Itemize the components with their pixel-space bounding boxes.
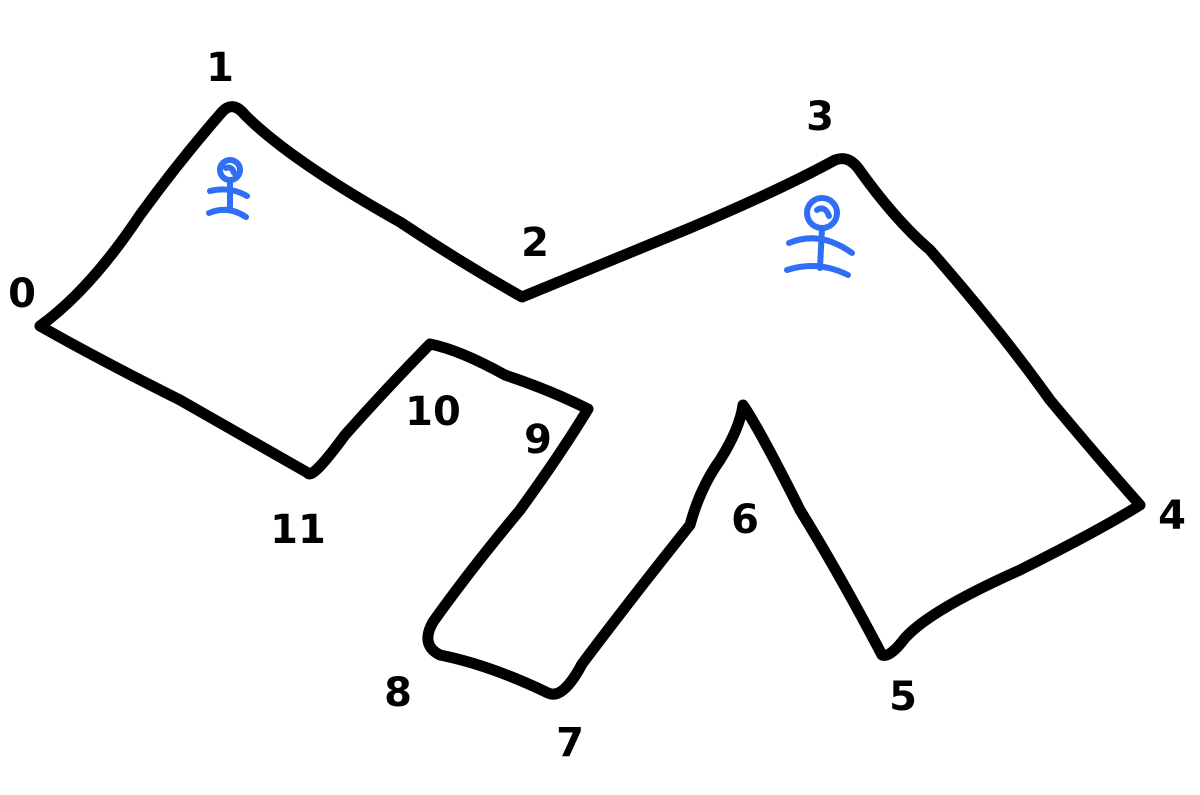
vertex-label-9: 9	[524, 417, 552, 463]
vertex-label-1: 1	[206, 45, 234, 91]
vertex-label-3: 3	[806, 94, 834, 140]
vertex-label-6: 6	[731, 497, 759, 543]
vertex-label-8: 8	[384, 670, 412, 716]
polygon-outline	[34, 101, 1146, 700]
vertex-label-0: 0	[8, 271, 36, 317]
vertex-label-2: 2	[521, 220, 549, 266]
stick-figure-icon	[206, 157, 250, 220]
vertex-label-4: 4	[1158, 493, 1186, 539]
vertex-label-10: 10	[405, 389, 461, 435]
stick-figure-icon	[784, 195, 855, 278]
guard-1	[206, 157, 250, 220]
vertex-label-5: 5	[889, 674, 917, 720]
vertex-label-11: 11	[270, 507, 326, 553]
guard-2	[784, 195, 855, 278]
vertex-label-7: 7	[556, 720, 584, 766]
